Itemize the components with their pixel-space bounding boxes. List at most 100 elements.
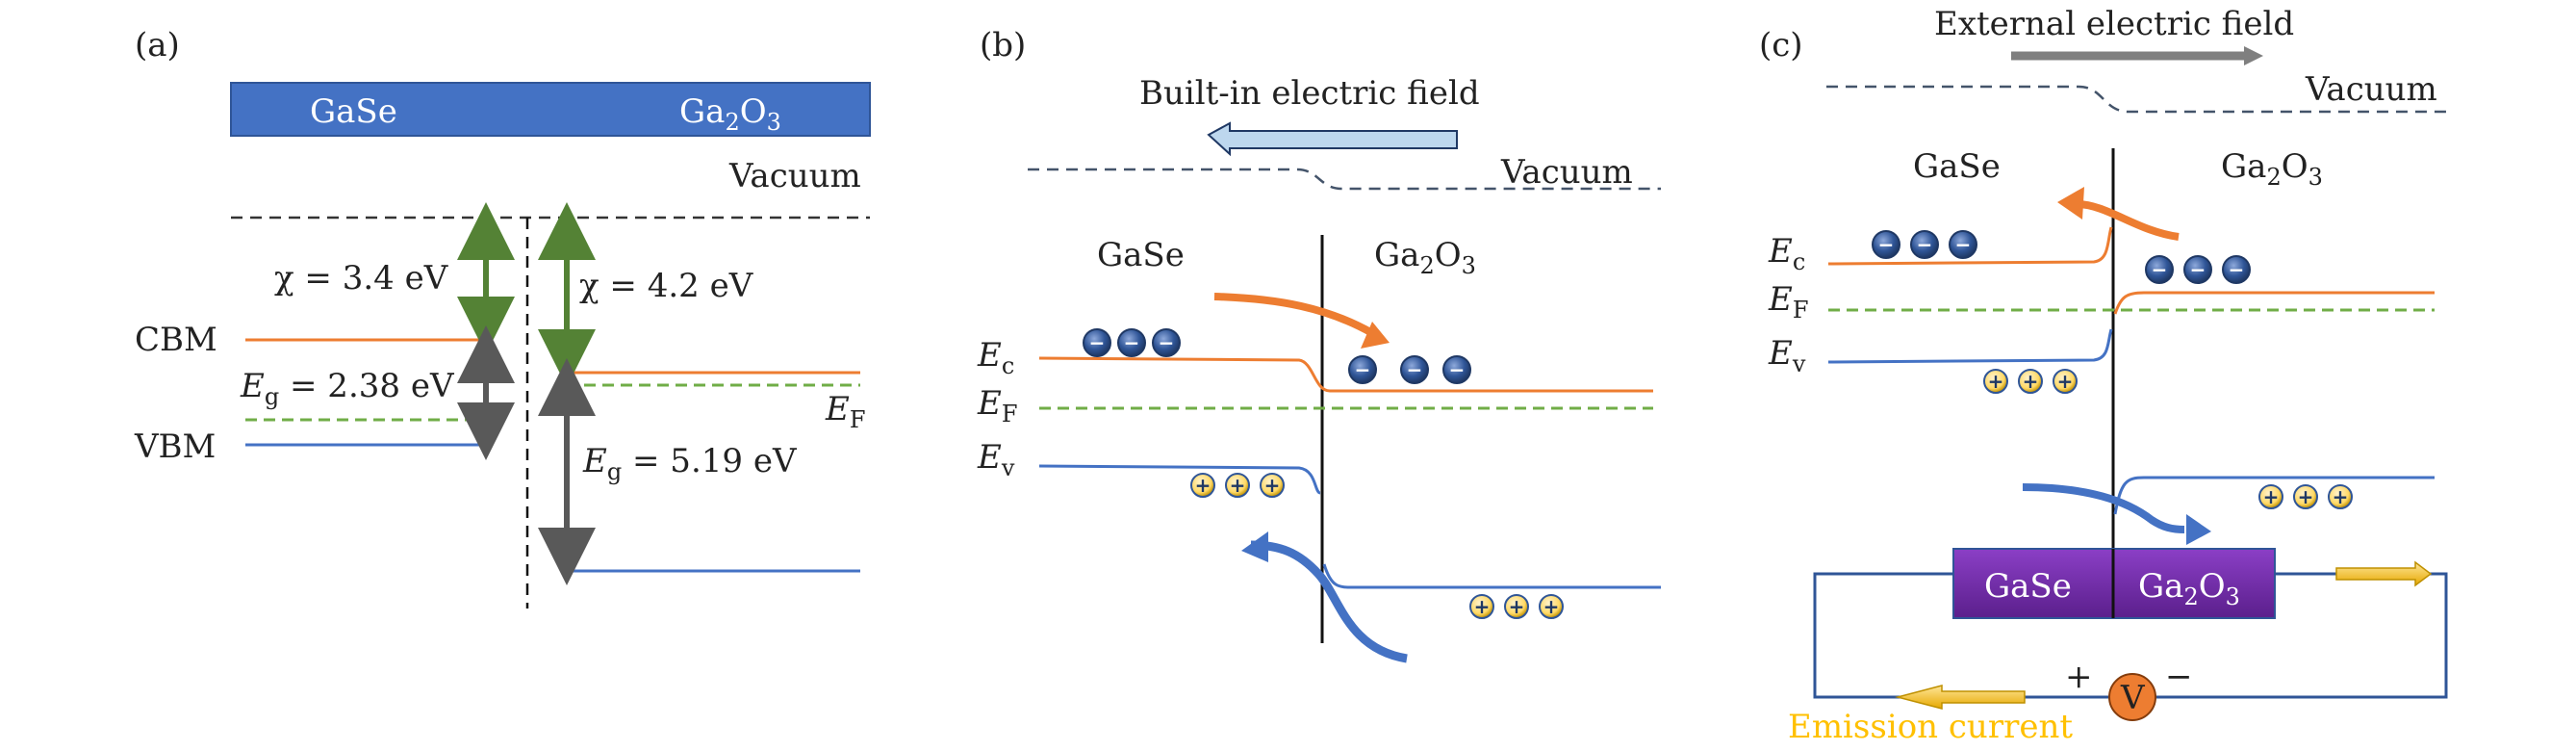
- hole-marker: [1260, 473, 1285, 498]
- electron-marker: [2145, 255, 2174, 284]
- valence-band-gase-c: [1827, 328, 2113, 364]
- electron-marker: [1152, 328, 1181, 357]
- holes-ga2o3-b: +++: [1469, 594, 1564, 619]
- electron-sign: −: [1955, 233, 1972, 256]
- bar-gase-label: GaSe: [310, 92, 397, 131]
- holes-gase-b: + + +: [1190, 473, 1285, 498]
- electron-marker: [1442, 355, 1471, 384]
- electrons-ga2o3-c: −−−: [2145, 255, 2251, 284]
- vacuum-label-c: Vacuum: [2305, 70, 2437, 109]
- electron-marker: [2222, 255, 2251, 284]
- hole-sign: +: [2057, 370, 2074, 393]
- panel-c-label: (c): [1759, 26, 1803, 65]
- electron-sign: −: [1159, 331, 1175, 354]
- electrons-gase-b: −−−: [1083, 328, 1181, 357]
- electron-sign: −: [1124, 331, 1140, 354]
- bar-ga2o3-label: Ga2O3: [679, 92, 781, 136]
- conduction-band-ga2o3-c: [2113, 291, 2435, 315]
- eg-ga2o3-label: Eg = 5.19 eV: [582, 442, 798, 485]
- hole-sign: +: [1230, 474, 1246, 497]
- electron-flow-arrowhead-b: [1361, 322, 1390, 349]
- hole-sign: +: [2298, 485, 2314, 508]
- hole-sign: +: [1195, 474, 1211, 497]
- emission-current-arrow: [1895, 685, 2026, 710]
- panel-c: (c) External electric field Vacuum GaSe …: [1759, 5, 2452, 746]
- emission-current-label: Emission current: [1788, 708, 2073, 746]
- ef-label-b: EF: [977, 384, 1017, 427]
- ga2o3-label-b: Ga2O3: [1374, 236, 1476, 279]
- chi-gase-label: χ = 3.4 eV: [274, 259, 449, 298]
- electron-marker: [2183, 255, 2212, 284]
- panel-a: (a) GaSe Ga2O3 Vacuum χ = 3.4 eV CBM Eg …: [134, 26, 871, 609]
- conduction-band-gase-c: [1827, 226, 2113, 266]
- electrons-gase-c: −−−: [1872, 230, 1977, 259]
- voltmeter: [2108, 673, 2156, 721]
- external-field-arrowhead: [2244, 46, 2263, 65]
- valence-band-gase-b: [1038, 464, 1321, 495]
- hole-sign: +: [2333, 485, 2349, 508]
- ec-label-b: Ec: [977, 336, 1014, 379]
- hole-marker: [2053, 369, 2078, 394]
- hole-marker: [2018, 369, 2043, 394]
- vacuum-level-b: [1028, 168, 1661, 191]
- panel-b: (b) Built-in electric field Vacuum GaSe …: [977, 26, 1661, 663]
- hole-sign: +: [2263, 485, 2280, 508]
- hole-sign: +: [1543, 595, 1560, 618]
- hole-flow-arrow-b: [1250, 540, 1408, 663]
- hole-marker: [2258, 484, 2283, 509]
- electron-sign: −: [2152, 258, 2168, 281]
- conduction-band-b: [1038, 356, 1653, 393]
- eg-gase-label: Eg = 2.38 eV: [240, 367, 455, 410]
- electron-sign: −: [1407, 358, 1423, 381]
- panel-b-label: (b): [980, 26, 1026, 65]
- vbm-label: VBM: [134, 427, 216, 466]
- hole-flow-arrowhead-c: [2186, 514, 2211, 545]
- hole-marker: [1983, 369, 2008, 394]
- ec-label-c: Ec: [1768, 232, 1805, 275]
- charge-carriers: −−−−−−++++++−−−−−−++++++: [1083, 230, 2353, 619]
- ef-label-a: EF: [825, 390, 865, 433]
- hole-flow-arrow-c: [2022, 483, 2185, 533]
- hole-sign: +: [1474, 595, 1491, 618]
- hole-marker: [1539, 594, 1564, 619]
- hole-marker: [2293, 484, 2318, 509]
- electron-marker: [1400, 355, 1429, 384]
- cbm-label: CBM: [135, 321, 217, 359]
- vacuum-label-a: Vacuum: [728, 157, 861, 195]
- holes-gase-c: + + +: [1983, 369, 2078, 394]
- electron-marker: [1872, 230, 1900, 259]
- built-in-field-arrow: [1207, 121, 1458, 157]
- electron-sign: −: [1878, 233, 1895, 256]
- device-gase-label: GaSe: [1984, 567, 2072, 606]
- hole-sign: +: [1264, 474, 1281, 497]
- electron-flow-arrow-c: [2076, 200, 2180, 241]
- external-field-label: External electric field: [1934, 5, 2294, 43]
- gase-label-c: GaSe: [1913, 147, 2001, 186]
- hole-sign: +: [1988, 370, 2004, 393]
- electron-marker: [1348, 355, 1377, 384]
- hole-marker: [1190, 473, 1215, 498]
- chi-ga2o3-label: χ = 4.2 eV: [579, 267, 754, 305]
- hole-marker: [1504, 594, 1529, 619]
- ga2o3-label-c: Ga2O3: [2221, 147, 2323, 191]
- electron-sign: −: [2190, 258, 2206, 281]
- holes-ga2o3-c: + + +: [2258, 484, 2353, 509]
- material-bar: [230, 82, 871, 137]
- ev-label-c: Ev: [1768, 334, 1806, 377]
- electron-sign: −: [1089, 331, 1106, 354]
- electron-marker: [1910, 230, 1939, 259]
- device-ga2o3-label: Ga2O3: [2138, 567, 2240, 610]
- hole-flow-arrowhead-b: [1241, 531, 1268, 562]
- hole-sign: +: [2023, 370, 2039, 393]
- positive-terminal: +: [2065, 658, 2093, 696]
- electrons-ga2o3-b: −−−: [1348, 355, 1471, 384]
- electron-marker: [1083, 328, 1111, 357]
- electron-marker: [1949, 230, 1977, 259]
- valence-band-ga2o3-b: [1322, 563, 1661, 589]
- electron-sign: −: [2229, 258, 2245, 281]
- negative-terminal: −: [2165, 658, 2193, 696]
- electron-marker: [1117, 328, 1146, 357]
- hole-marker: [1225, 473, 1250, 498]
- panel-a-label: (a): [135, 26, 180, 65]
